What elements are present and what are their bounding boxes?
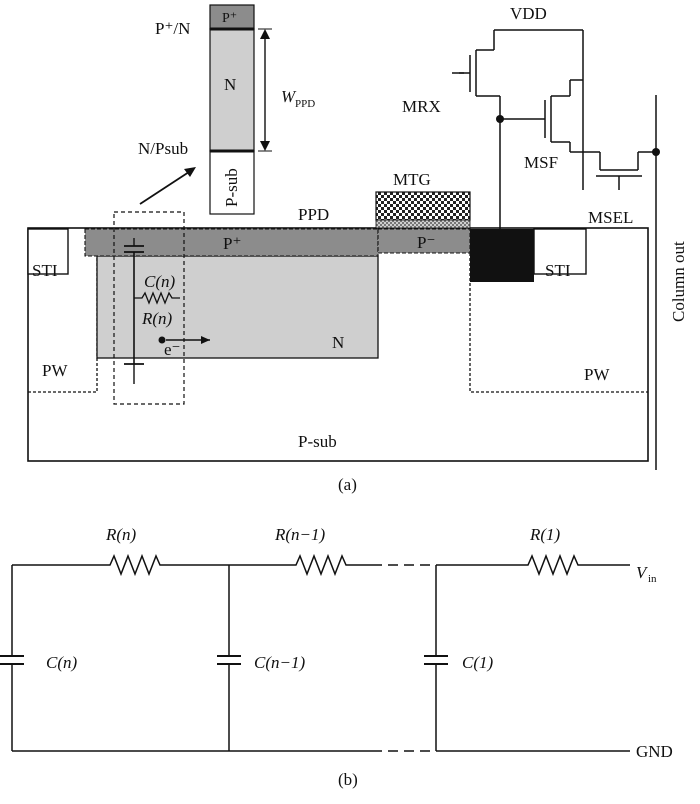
label-mrx: MRX [402,97,441,116]
inset-psub-layer [209,150,255,215]
unit-cell-box [113,211,185,405]
label-column-out: Column out [669,241,688,322]
resistor-1 [522,553,584,577]
device-cross-section: PPD MTG P⁺ P⁻ STI STI N PW PW P-sub C(n)… [27,167,649,462]
inset-pointer-arrow [139,169,193,205]
label-inset-n: N [224,75,236,94]
label-cap-1: C(1) [462,653,494,672]
resistor-n1 [290,553,352,577]
label-ppd: PPD [298,205,329,224]
readout-circuit [452,29,657,470]
label-inset-p: P⁺ [222,11,237,26]
label-cap-n: C(n) [46,653,78,672]
label-msel: MSEL [588,208,633,227]
label-electron: e⁻ [164,340,181,359]
cell-resistor [134,291,180,305]
label-vin-symbol: V [636,563,649,582]
label-width-subscript: PPD [295,98,315,110]
label-vdd: VDD [510,4,547,23]
label-junction-bottom: N/Psub [138,139,188,158]
label-res-cell: R(n) [141,309,173,328]
label-pw-left: PW [42,361,68,380]
label-p-plus: P⁺ [223,234,241,253]
resistor-n [104,553,166,577]
label-pw-right: PW [584,365,610,384]
label-vin-subscript: in [648,573,657,585]
caption-b: (b) [338,770,358,789]
label-res-1: R(1) [529,525,561,544]
label-n-region: N [332,333,344,352]
floating-diffusion [470,229,534,282]
label-res-n: R(n) [105,525,137,544]
mtg-gate [375,191,471,221]
n-region [96,255,379,359]
label-sti-left: STI [32,261,58,280]
label-width-symbol: W [281,87,297,106]
node-fd [496,115,504,123]
label-cap-n1: C(n−1) [254,653,305,672]
rc-ladder [0,553,630,752]
caption-a: (a) [338,475,357,494]
label-cap-cell: C(n) [144,272,176,291]
mtg-oxide [375,219,471,229]
label-gnd: GND [636,742,673,761]
label-substrate: P-sub [298,432,337,451]
sti-right-box [533,228,587,275]
pwell-right [469,238,648,393]
label-msf: MSF [524,153,558,172]
sti-left-box [27,228,69,275]
electron-dot [158,336,166,344]
node-column [652,148,660,156]
label-junction-top: P⁺/N [155,19,190,38]
label-res-n1: R(n−1) [274,525,326,544]
ppd-inset: P⁺/N P⁺ N N/Psub P-sub W PPD [138,4,315,215]
label-mtg: MTG [393,170,431,189]
label-p-minus: P⁻ [417,233,435,252]
label-inset-psub: P-sub [222,168,241,207]
label-sti-right: STI [545,261,571,280]
inset-p-layer [209,4,255,30]
